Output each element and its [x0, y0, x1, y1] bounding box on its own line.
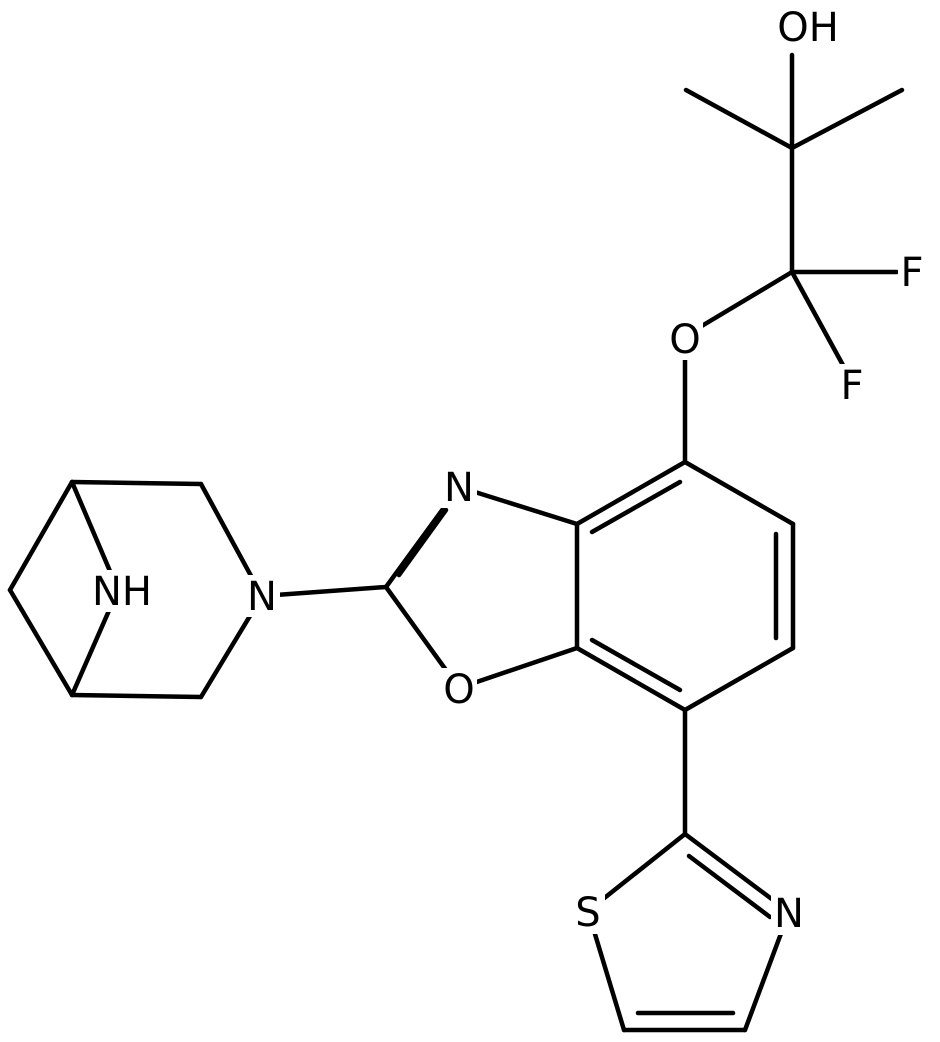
bond-c3a-n3: [456, 484, 580, 527]
bond-o1-c7a: [456, 645, 580, 691]
bond-ar-c4-c5: [682, 459, 796, 527]
bond-c2-n: [259, 584, 389, 599]
bond-thz-c2-n-inner: [686, 853, 773, 920]
atom-label-amine-n: N: [247, 574, 277, 620]
atom-label-oh: OH: [777, 5, 839, 51]
atom-label-layer: OH F F O N O N NH S N: [92, 4, 926, 937]
bond-ch2-top-bridgehead: [69, 479, 204, 487]
bond-ar-c7-c7a: [574, 645, 688, 713]
bond-bridgehead-top-ch2: [7, 479, 75, 593]
bond-ch2-bottom-bridgehead: [69, 692, 204, 700]
atom-label-oxazole-o: O: [443, 667, 474, 713]
atom-label-ether-o: O: [669, 317, 700, 363]
bond-ch2-bridgehead-bottom: [7, 587, 75, 698]
bond-layer: [7, 52, 905, 1033]
bond-cf2-f2: [789, 269, 853, 381]
atom-label-thiazole-n: N: [774, 891, 804, 937]
atom-label-f1: F: [900, 250, 923, 296]
bond-c-methyl-left: [683, 87, 795, 151]
bond-n3-c2-inner: [396, 507, 449, 578]
bond-c-methyl-right: [789, 87, 905, 151]
bond-ar-c7-c7a-inner: [589, 637, 683, 693]
bond-ar-c6-c7: [682, 645, 796, 713]
bond-ar-c3a-c4-inner: [589, 479, 683, 535]
atom-label-oxazole-n: N: [444, 465, 474, 511]
atom-label-f2: F: [840, 363, 863, 409]
atom-label-bridge-nh: NH: [92, 569, 152, 615]
bond-ar-c3a-c4: [574, 459, 688, 527]
atom-label-thiazole-s: S: [575, 890, 600, 936]
